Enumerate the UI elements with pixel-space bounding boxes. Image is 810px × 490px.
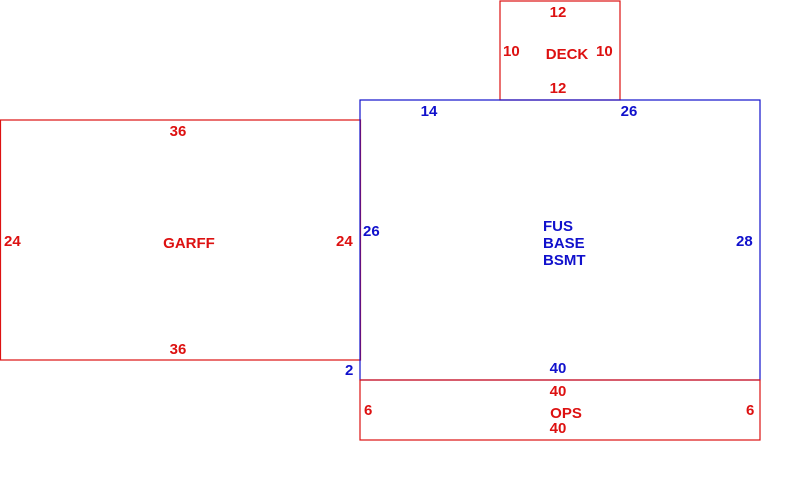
garage-label: GARFF xyxy=(163,235,215,252)
deck-area: 12 12 10 10 DECK xyxy=(499,0,621,101)
main-top-right-dimension: 26 xyxy=(621,103,638,120)
ops-left-dimension: 6 xyxy=(364,402,372,419)
deck-right-dimension: 10 xyxy=(596,43,613,60)
deck-left-dimension: 10 xyxy=(503,43,520,60)
main-bottom-dimension: 40 xyxy=(550,360,567,377)
garage-top-dimension: 36 xyxy=(170,123,187,140)
deck-bottom-dimension: 12 xyxy=(550,80,567,97)
ops-area: 40 40 6 6 OPS xyxy=(359,379,761,441)
main-house-area: 14 26 26 28 40 2 FUS BASE BSMT xyxy=(345,99,761,381)
ops-label: OPS xyxy=(550,405,582,422)
main-label-line2: BASE xyxy=(543,235,585,252)
main-label-line3: BSMT xyxy=(543,252,586,269)
main-right-dimension: 28 xyxy=(736,233,753,250)
garage-left-dimension: 24 xyxy=(4,233,21,250)
main-top-left-dimension: 14 xyxy=(421,103,438,120)
main-label-line1: FUS xyxy=(543,218,573,235)
main-left-dimension: 26 xyxy=(363,223,380,240)
garage-right-dimension: 24 xyxy=(336,233,353,250)
ops-right-dimension: 6 xyxy=(746,402,754,419)
main-jog-dimension: 2 xyxy=(345,362,353,379)
deck-label: DECK xyxy=(546,46,589,63)
garage-area: 36 36 24 24 GARFF xyxy=(0,119,362,361)
garage-bottom-dimension: 36 xyxy=(170,341,187,358)
ops-bottom-dimension: 40 xyxy=(550,420,567,437)
ops-top-dimension: 40 xyxy=(550,383,567,400)
ops-outline xyxy=(359,379,761,441)
deck-top-dimension: 12 xyxy=(550,4,567,21)
